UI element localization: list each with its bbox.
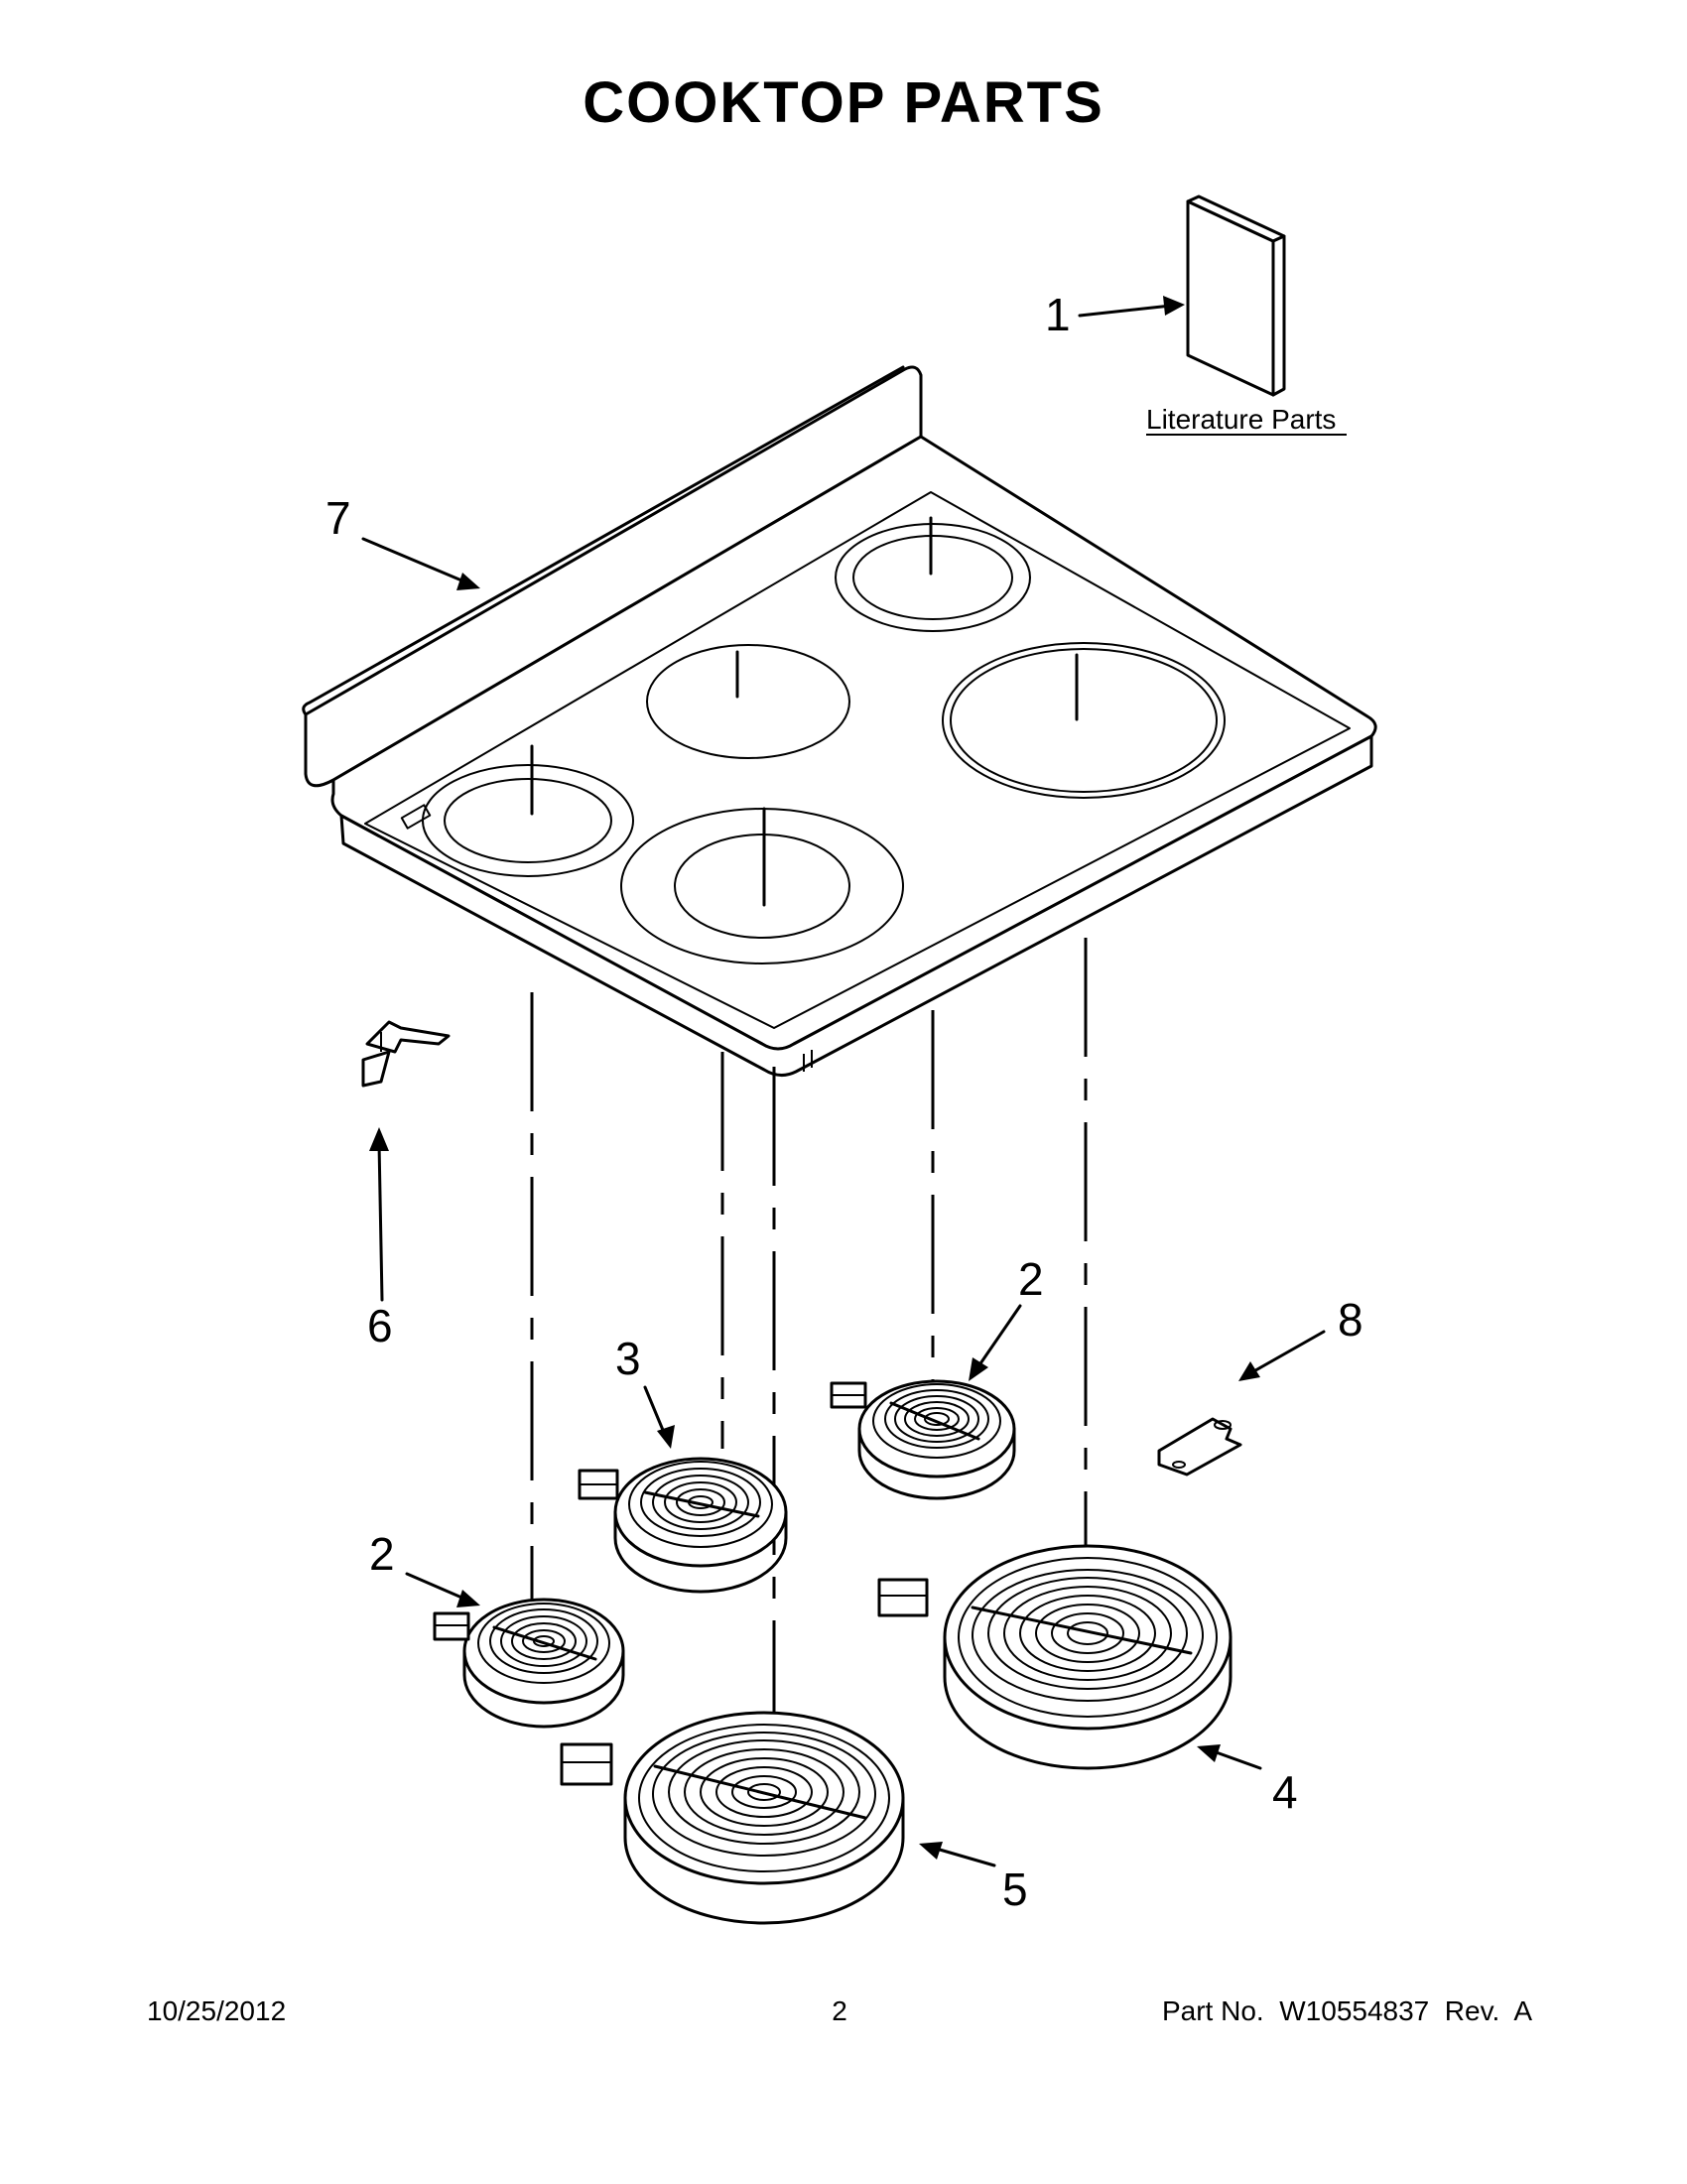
callout-arrow-7 bbox=[361, 537, 480, 590]
callout-arrow-4 bbox=[1197, 1744, 1262, 1770]
radiant-element-small-right bbox=[830, 1379, 1016, 1500]
cooktop-main-top bbox=[302, 365, 1377, 1077]
page-title: COOKTOP PARTS bbox=[583, 70, 1104, 135]
callout-arrow-2b bbox=[405, 1572, 480, 1607]
callout-3: 3 bbox=[615, 1333, 641, 1384]
radiant-element-large-bottom bbox=[560, 1711, 905, 1925]
assembly-center-lines bbox=[530, 516, 1088, 1756]
terminal-block-illustration bbox=[361, 1020, 451, 1088]
callout-6: 6 bbox=[367, 1300, 393, 1351]
callout-8: 8 bbox=[1338, 1294, 1363, 1346]
footer-part-number: Part No. W10554837 Rev. A bbox=[1162, 1995, 1532, 2026]
limiter-bracket-illustration bbox=[1157, 1417, 1242, 1477]
callout-arrow-6 bbox=[369, 1127, 389, 1302]
callout-2b: 2 bbox=[369, 1528, 395, 1580]
footer-page-number: 2 bbox=[832, 1995, 847, 2026]
callout-4: 4 bbox=[1272, 1766, 1298, 1818]
callout-arrow-2a bbox=[969, 1304, 1022, 1381]
callout-1: 1 bbox=[1045, 289, 1071, 340]
radiant-element-medium bbox=[578, 1457, 788, 1594]
radiant-element-large-right bbox=[877, 1544, 1233, 1770]
callout-2a: 2 bbox=[1018, 1253, 1044, 1305]
radiant-element-small-left bbox=[433, 1598, 625, 1729]
footer-date: 10/25/2012 bbox=[147, 1995, 286, 2026]
callout-5: 5 bbox=[1002, 1863, 1028, 1915]
callout-arrow-5 bbox=[919, 1842, 996, 1867]
literature-booklet-illustration bbox=[1186, 194, 1286, 397]
callout-arrow-8 bbox=[1238, 1330, 1326, 1381]
callout-7: 7 bbox=[325, 492, 351, 544]
callout-arrow-3 bbox=[643, 1385, 675, 1449]
callout-arrow-1 bbox=[1078, 296, 1185, 318]
literature-parts-label: Literature Parts bbox=[1146, 404, 1336, 435]
